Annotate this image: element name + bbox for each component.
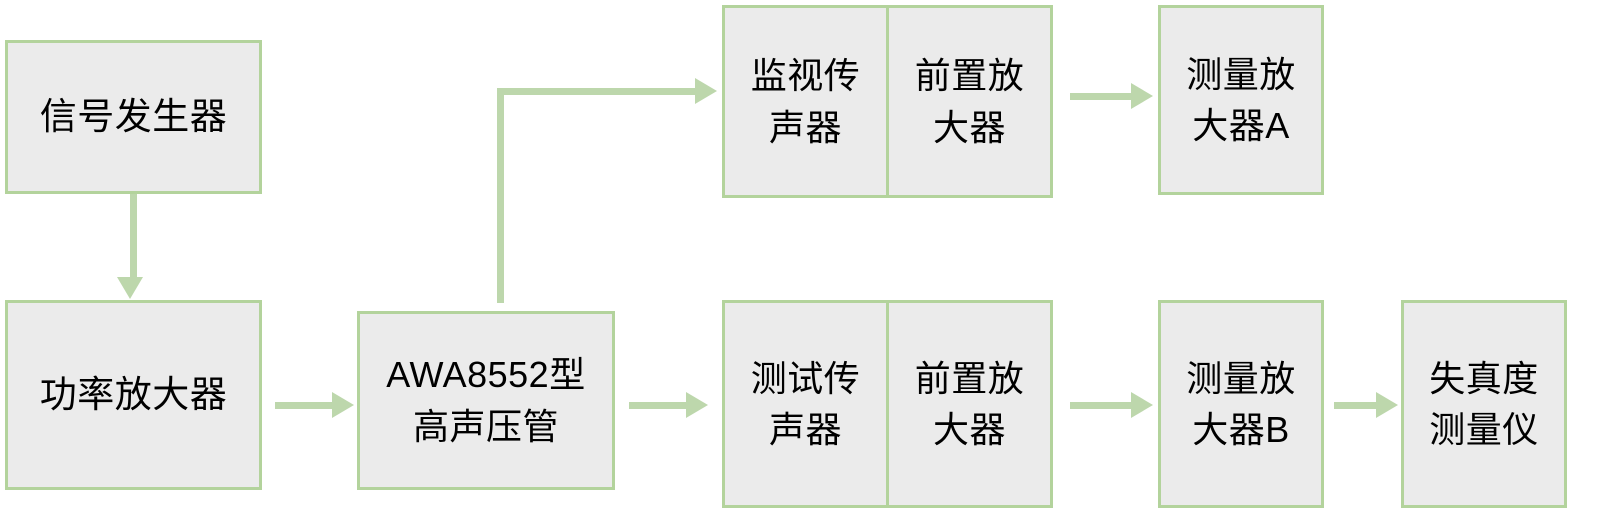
edge-line: [130, 194, 137, 278]
node-label-line-1: 测量放: [1186, 357, 1296, 399]
edge-line-vertical: [497, 88, 504, 303]
node-awa8552-tube[interactable]: AWA8552型 高声压管: [357, 311, 615, 490]
node-label-line-2: 测量仪: [1429, 409, 1539, 450]
arrow-head-right-icon: [1131, 392, 1153, 418]
node-test-microphone[interactable]: 测试传 声器: [722, 300, 889, 508]
edge-line-horizontal: [497, 88, 697, 95]
edge-line: [275, 402, 333, 409]
node-label-line-2: 大器: [932, 106, 1006, 148]
arrow-head-right-icon: [695, 78, 717, 104]
edge-line: [1070, 402, 1132, 409]
edge-line: [1070, 93, 1132, 100]
node-preamplifier-top[interactable]: 前置放 大器: [886, 5, 1053, 198]
arrow-head-right-icon: [332, 392, 354, 418]
node-label: 功率放大器: [39, 373, 228, 415]
node-label-line-1: AWA8552型: [386, 354, 586, 396]
node-label-line-1: 监视传: [750, 55, 861, 97]
edge-line: [1334, 402, 1379, 409]
node-label-line-2: 高声压管: [412, 405, 559, 447]
node-distortion-meter[interactable]: 失真度 测量仪: [1401, 300, 1567, 508]
arrow-head-right-icon: [1131, 83, 1153, 109]
arrow-head-right-icon: [686, 392, 708, 418]
node-label-line-2: 大器A: [1192, 105, 1290, 146]
node-label-line-1: 失真度: [1429, 357, 1539, 399]
node-monitor-microphone[interactable]: 监视传 声器: [722, 5, 889, 198]
node-label-line-1: 前置放: [914, 357, 1025, 399]
node-label-line-2: 声器: [768, 409, 842, 450]
node-label-line-2: 声器: [768, 106, 842, 148]
node-label-line-1: 前置放: [914, 55, 1025, 97]
node-label-line-2: 大器: [932, 409, 1006, 450]
node-power-amplifier[interactable]: 功率放大器: [5, 300, 262, 490]
node-label-line-1: 测试传: [750, 357, 861, 399]
node-label: 信号发生器: [39, 95, 228, 137]
node-measuring-amplifier-a[interactable]: 测量放 大器A: [1158, 5, 1324, 195]
node-label-line-2: 大器B: [1192, 409, 1290, 450]
node-measuring-amplifier-b[interactable]: 测量放 大器B: [1158, 300, 1324, 508]
node-preamplifier-bottom[interactable]: 前置放 大器: [886, 300, 1053, 508]
arrow-head-down-icon: [117, 277, 143, 299]
arrow-head-right-icon: [1376, 392, 1398, 418]
node-label-line-1: 测量放: [1186, 53, 1296, 95]
edge-line: [629, 402, 687, 409]
node-signal-generator[interactable]: 信号发生器: [5, 40, 262, 194]
